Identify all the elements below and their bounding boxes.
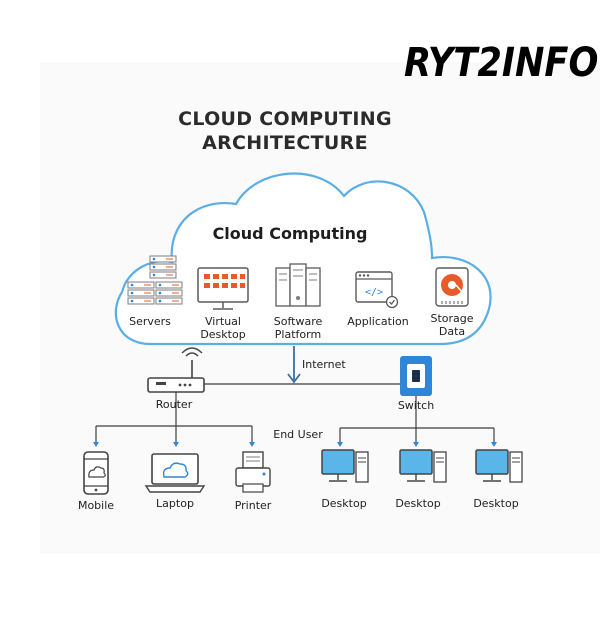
desktop-icon-2 <box>399 449 447 483</box>
printer-label: Printer <box>234 499 272 512</box>
software-platform-icon <box>275 263 321 307</box>
internet-arrow <box>287 346 301 384</box>
cloud-item-label: Application <box>347 315 409 328</box>
cloud-item-label: Virtual <box>205 315 241 328</box>
cloud-item-label: Servers <box>129 315 171 328</box>
switch-tree-arrows <box>337 442 497 447</box>
desktop-label-2: Desktop <box>395 497 441 510</box>
mobile-icon <box>83 451 109 495</box>
mobile-label: Mobile <box>77 499 115 512</box>
desktop-icon-3 <box>475 449 523 483</box>
desktop-icon-1 <box>321 449 369 483</box>
end-user-label: End User <box>273 428 323 441</box>
servers-icon <box>127 255 183 305</box>
router-label: Router <box>155 398 193 411</box>
cloud-item-application: Application <box>340 315 416 328</box>
router-icon <box>147 347 205 393</box>
diagram-title-line1: CLOUD COMPUTING <box>178 108 392 130</box>
router-tree-lines <box>95 392 253 444</box>
cloud-item-label: Software <box>273 315 323 328</box>
laptop-icon <box>144 453 206 493</box>
cloud-item-storage-data: Storage Data <box>424 312 480 338</box>
svg-text:</>: </> <box>365 287 383 298</box>
cloud-item-servers: Servers <box>120 315 180 328</box>
desktop-label-3: Desktop <box>473 497 519 510</box>
cloud-item-label: Platform <box>274 328 322 341</box>
switch-label: Switch <box>397 399 435 412</box>
storage-data-icon <box>435 267 469 307</box>
application-icon: </> <box>355 271 399 309</box>
diagram-title-line2: ARCHITECTURE <box>202 132 368 154</box>
printer-icon <box>235 451 271 493</box>
cloud-item-label: Storage <box>430 312 474 325</box>
cloud-item-virtual-desktop: Virtual Desktop <box>193 315 253 341</box>
internet-label: Internet <box>302 358 346 371</box>
desktop-label-1: Desktop <box>321 497 367 510</box>
laptop-label: Laptop <box>156 497 194 510</box>
switch-tree-lines <box>339 396 495 444</box>
cloud-item-label: Desktop <box>200 328 246 341</box>
switch-icon <box>400 356 432 396</box>
brand-logo: RYT2INFO <box>404 40 599 86</box>
cloud-item-software-platform: Software Platform <box>266 315 330 341</box>
cloud-item-label: Data <box>438 325 466 338</box>
cloud-title: Cloud Computing <box>212 224 368 243</box>
router-tree-arrows <box>93 442 255 447</box>
virtual-desktop-icon <box>197 267 249 310</box>
